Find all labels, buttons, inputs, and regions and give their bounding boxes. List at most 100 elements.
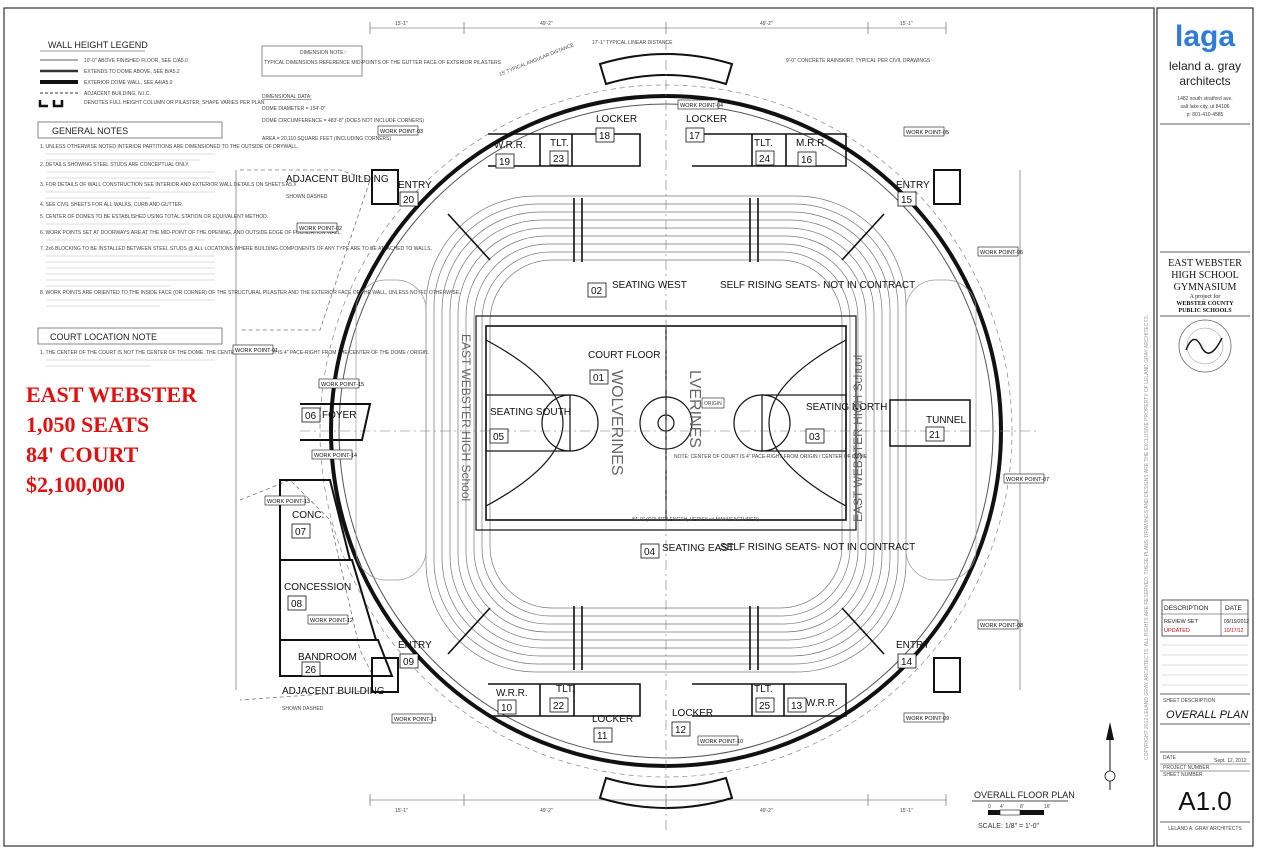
room-name-concession: CONCESSION [284, 582, 351, 593]
room-num-23: 23 [553, 154, 565, 165]
room-num-12: 12 [675, 725, 687, 736]
room-name-locker-11: LOCKER [592, 714, 633, 725]
seating-aisles [447, 198, 885, 670]
room-name-locker-18: LOCKER [596, 114, 637, 125]
revision-date: 09/19/2012 [1224, 619, 1249, 625]
room-name-bandroom: BANDROOM [298, 652, 357, 663]
dim-bottom-1: 15'-1" [395, 808, 408, 814]
note-6: 6. WORK POINTS SET AT DOORWAYS ARE AT TH… [40, 230, 342, 236]
sheet-number-label: SHEET NUMBER [1163, 772, 1203, 778]
title-block-footer: LELAND A. GRAY ARCHITECTS [1168, 826, 1242, 832]
note-5: 5. CENTER OF DOMES TO BE ESTABLISHED USI… [40, 214, 268, 220]
court-length-note: 84'-0" (COURT LENGTH, VERIFY w/ MANUFACT… [632, 517, 759, 523]
project-number-label: PROJECT NUMBER [1163, 765, 1210, 771]
project-summary: EAST WEBSTER 1,050 SEATS 84' COURT $2,10… [26, 380, 226, 500]
room-name-seating-east: SEATING EAST [662, 543, 734, 554]
sheet-description-label: SHEET DESCRIPTION [1163, 698, 1216, 704]
court-graphic-wolverines: WOLVERINES [608, 370, 625, 476]
floor-plan-title-text: OVERALL FLOOR PLAN [974, 790, 1075, 800]
sheet-border [3, 7, 1155, 847]
room-num-18: 18 [599, 131, 611, 142]
firm-name-line: architects [1179, 74, 1230, 88]
firm-name-line: leland a. gray [1169, 59, 1241, 73]
room-num-22: 22 [553, 701, 565, 712]
note-4: 4. SEE CIVIL SHEETS FOR ALL WALKS, CURB … [40, 202, 183, 208]
room-name-entry-15: ENTRY [896, 180, 930, 191]
locker-room-walls [488, 133, 847, 717]
title-block: laga leland a. gray architects 1482 sout… [1160, 20, 1250, 832]
adjacent-building-top: ADJACENT BUILDING [286, 174, 389, 185]
room-name-tunnel: TUNNEL [926, 415, 966, 426]
room-num-15: 15 [901, 195, 913, 206]
work-point-tag: WORK POINT-11 [394, 717, 437, 723]
sheet-number: A1.0 [1178, 786, 1232, 816]
room-name-seating-north: SEATING NORTH [806, 402, 887, 413]
room-name-tlt-24: TLT. [754, 138, 773, 149]
room-num-25: 25 [759, 701, 771, 712]
work-point-tag: WORK POINT-13 [267, 499, 310, 505]
dimensional-data-line: DOME CIRCUMFERENCE = 483'-8" (DOES NOT I… [262, 118, 424, 124]
work-point-tag: WORK POINT-12 [310, 618, 353, 624]
summary-court: 84' COURT [26, 442, 139, 467]
summary-school: EAST WEBSTER [26, 382, 197, 407]
dim-bottom-3: 49'-2" [760, 808, 773, 814]
work-point-tag: WORK POINT-07 [1006, 477, 1049, 483]
room-name-wrr-10: W.R.R. [496, 688, 528, 699]
court-location-title: COURT LOCATION NOTE [50, 332, 157, 342]
revision-description: UPDATED [1164, 628, 1190, 634]
dim-note-rainskirt: 9'-0" CONCRETE RAINSKIRT, TYPICAL PER CI… [786, 58, 931, 64]
project-for: A project for [1190, 293, 1221, 300]
room-num-04: 04 [644, 547, 656, 558]
room-num-26: 26 [305, 665, 317, 676]
room-name-seating-south: SEATING SOUTH [490, 407, 571, 418]
scale-tick: 4' [1000, 804, 1004, 810]
client-line: WEBSTER COUNTY [1176, 301, 1234, 307]
note-3: 3. FOR DETAILS OF WALL CONSTRUCTION SEE … [40, 182, 297, 188]
school-name-north: EAST WEBSTER HIGH School [851, 355, 865, 522]
dimensional-data-line: AREA = 20,110 SQUARE FEET (INCLUDING COR… [262, 136, 391, 142]
legend-item: EXTERIOR DOME WALL, SEE A4/A5.0 [84, 80, 173, 86]
room-name-entry-09: ENTRY [398, 640, 432, 651]
dim-top-1: 15'-1" [395, 21, 408, 27]
work-point-tag: WORK POINT-05 [906, 130, 949, 136]
general-notes-title: GENERAL NOTES [52, 126, 128, 136]
work-point-tag: WORK POINT-08 [980, 623, 1023, 629]
legend-item: EXTENDS TO DOME ABOVE, SEE B/A5.2 [84, 69, 180, 75]
work-point-tag: WORK POINT-06 [980, 250, 1023, 256]
room-name-wrr-13: W.R.R. [806, 698, 838, 709]
room-name-locker-17: LOCKER [686, 114, 727, 125]
room-name-tlt-23: TLT. [550, 138, 569, 149]
firm-logo: laga [1175, 20, 1235, 53]
dimensional-data: DIMENSIONAL DATA: DOME DIAMETER = 154'-0… [262, 94, 424, 142]
architect-seal [1178, 319, 1232, 373]
school-name-south: EAST WEBSTER HIGH School [459, 334, 473, 501]
note-8: 8. WORK POINTS ARE ORIENTED TO THE INSID… [40, 290, 460, 296]
dim-top-4: 15'-1" [900, 21, 913, 27]
room-num-09: 09 [403, 657, 415, 668]
work-point-tag: WORK POINT-15 [321, 382, 364, 388]
dimension-note-title: DIMENSION NOTE: [300, 50, 345, 56]
legend-item: 10'-0" ABOVE FINISHED FLOOR, SEE C/A5.0 [84, 58, 188, 64]
room-name-seating-west: SEATING WEST [612, 280, 687, 291]
project-title-line: HIGH SCHOOL [1171, 270, 1239, 281]
room-num-03: 03 [809, 432, 821, 443]
south-support-rooms [279, 403, 394, 677]
room-num-01: 01 [593, 373, 605, 384]
floor-plan-title: OVERALL FLOOR PLAN 0 4' 8' 16' SCALE: 1/… [972, 790, 1075, 830]
note-1: 1. UNLESS OTHERWISE NOTED INTERIOR PARTI… [40, 144, 298, 150]
rev-date-header: DATE [1225, 605, 1243, 612]
work-point-tag: WORK POINT-03 [380, 129, 423, 135]
north-arrow [1104, 722, 1116, 790]
room-num-08: 08 [291, 599, 303, 610]
room-num-19: 19 [499, 157, 511, 168]
court-graphic-lverines: LVERINES [686, 370, 703, 448]
dimensional-data-line: DOME DIAMETER = 154'-0" [262, 106, 326, 112]
room-name-tlt-22: TLT. [556, 684, 575, 695]
dim-top-3: 49'-2" [760, 21, 773, 27]
legend-item: DENOTES FULL HEIGHT COLUMN OR PILASTER, … [84, 100, 265, 106]
room-num-02: 02 [591, 286, 603, 297]
sheet-description: OVERALL PLAN [1166, 709, 1248, 721]
general-notes: GENERAL NOTES 1. UNLESS OTHERWISE NOTED … [37, 121, 460, 307]
work-point-tags: WORK POINT-01 WORK POINT-02 WORK POINT-0… [232, 99, 1049, 746]
dim-note-angular: 15' TYPICAL ANGULAR DISTANCE [499, 42, 576, 78]
